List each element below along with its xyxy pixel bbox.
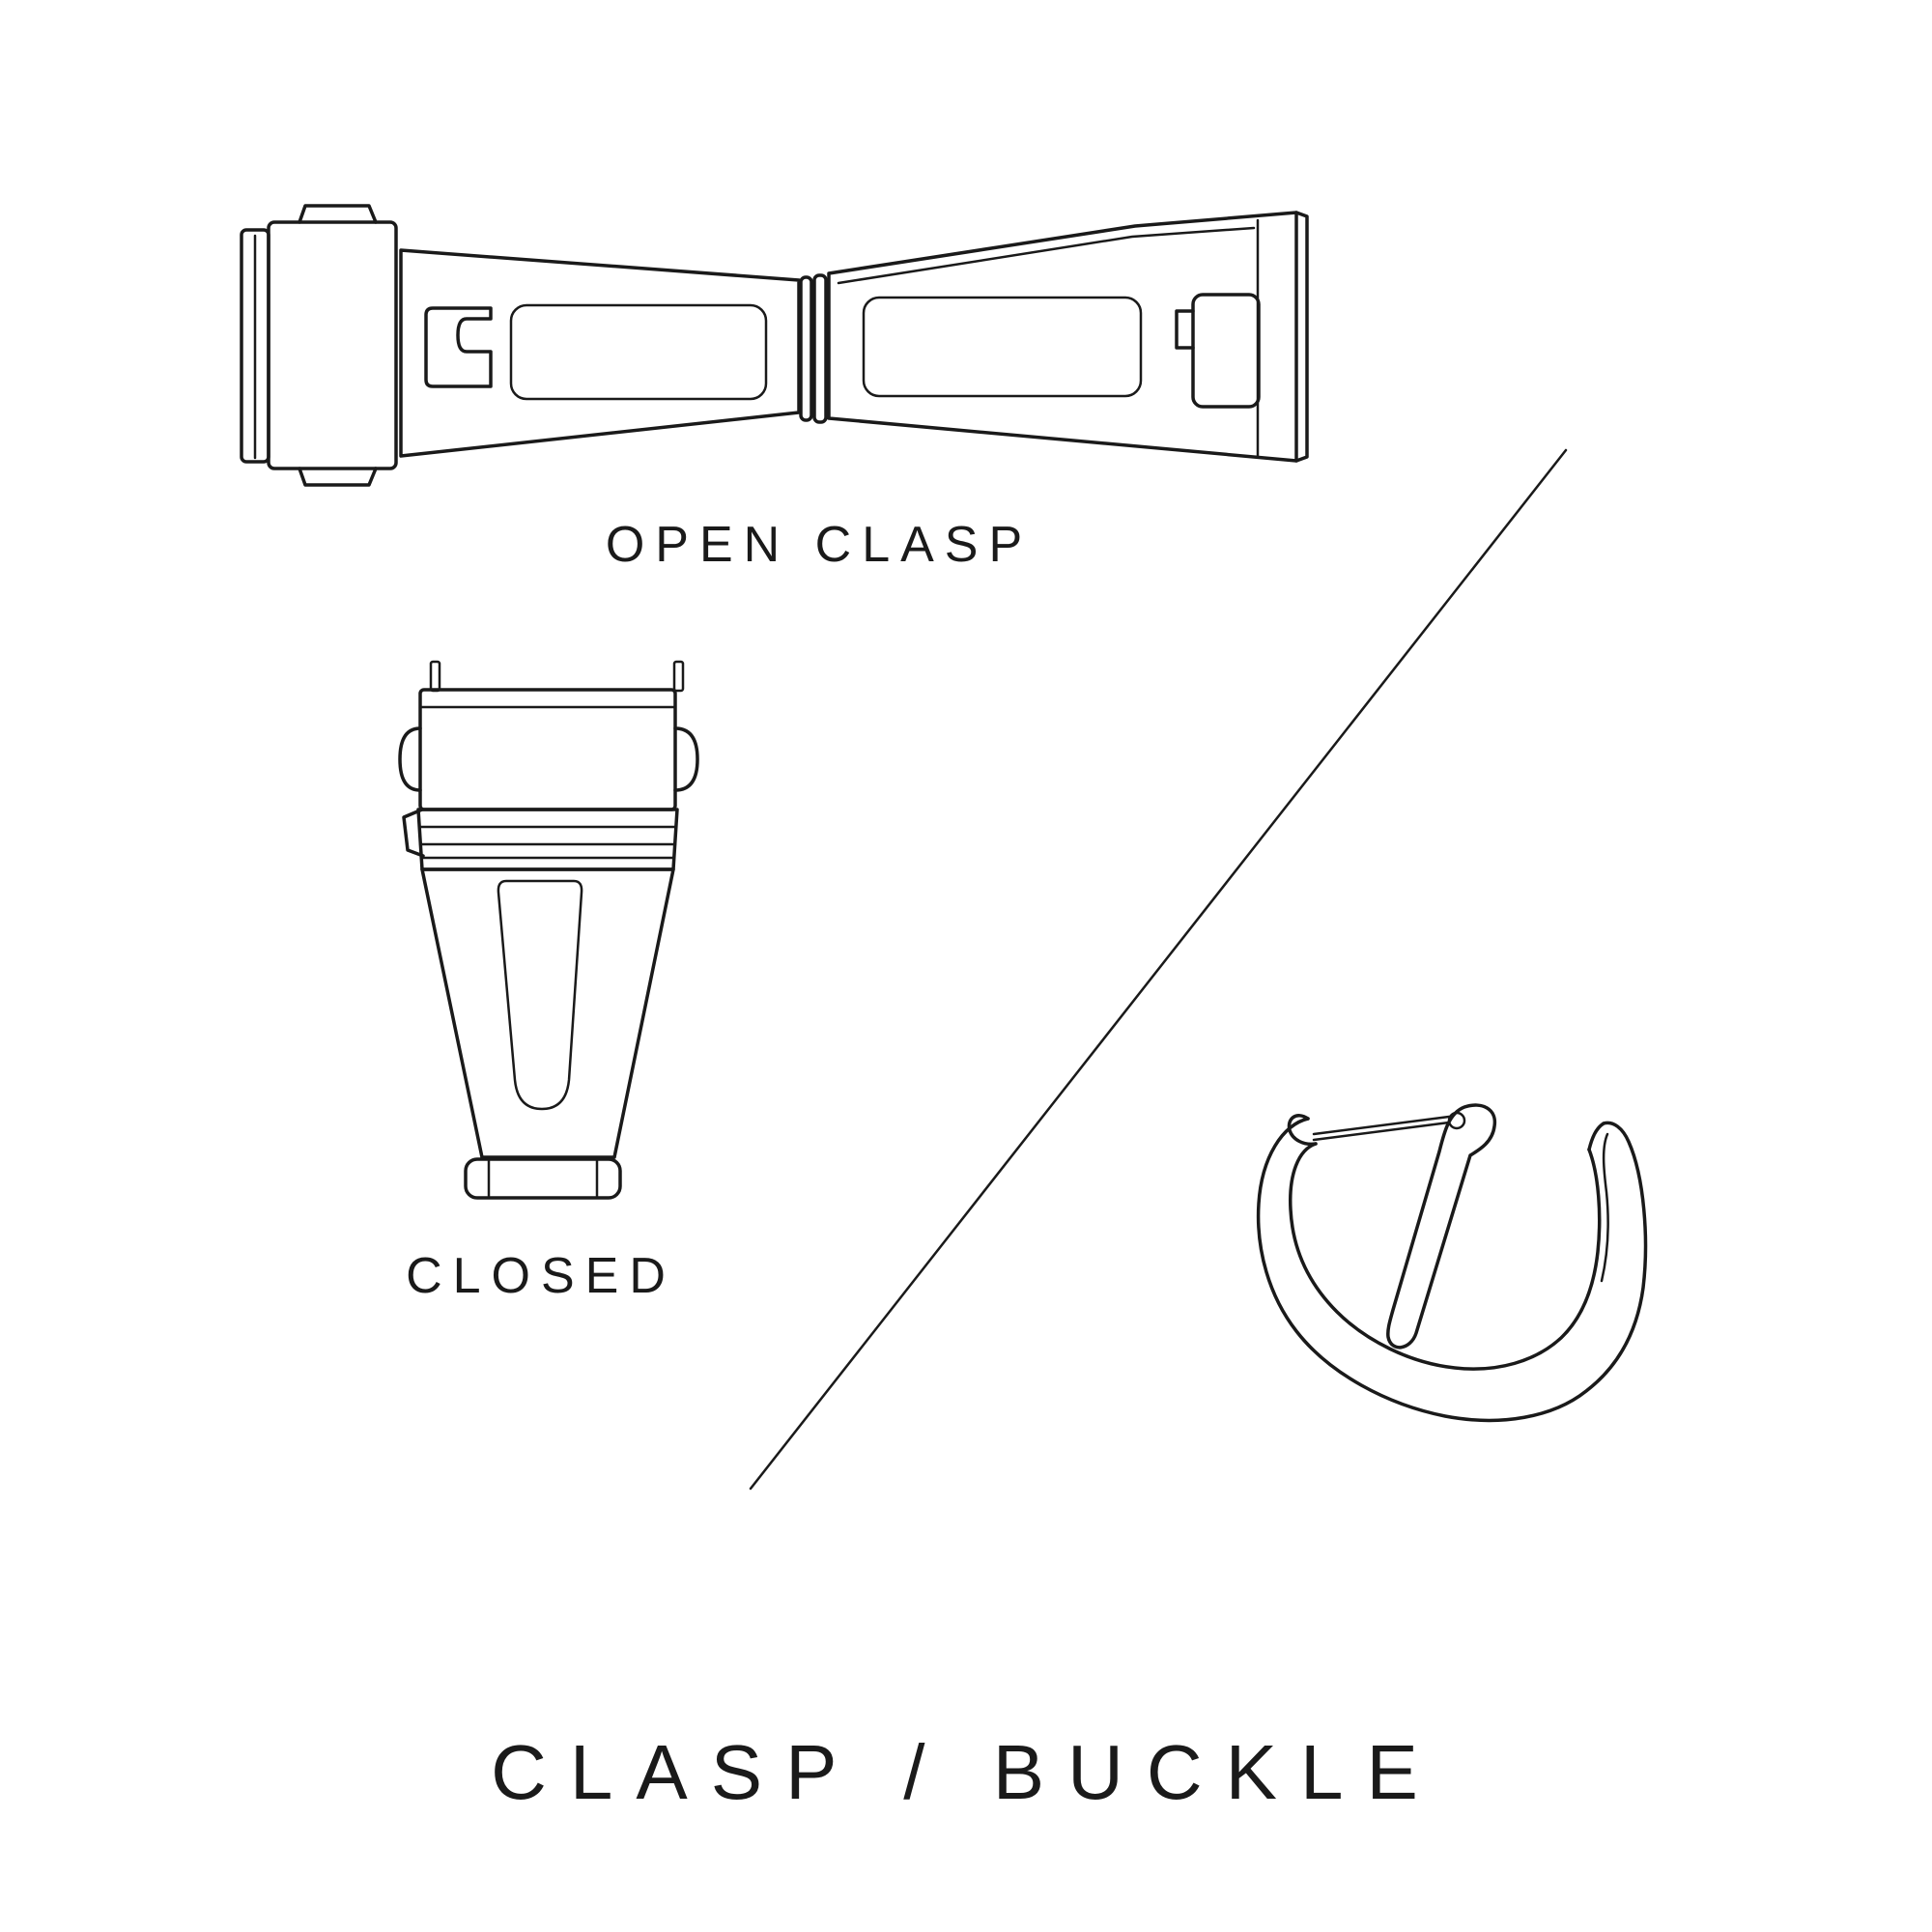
closed-label: CLOSED [406,1248,676,1304]
closed-clasp-prongs [429,660,685,693]
page-title: CLASP / BUCKLE [491,1729,1441,1815]
closed-clasp-illustration [398,660,699,1200]
clasp-left-arm [399,248,801,458]
open-clasp-illustration [240,204,1309,487]
clasp-hinge [799,273,828,424]
clasp-left-end [240,204,398,487]
buckle-tongue [1386,1103,1497,1350]
open-clasp-label: OPEN CLASP [605,517,1034,573]
closed-clasp-body [420,867,675,1159]
buckle-frame [1256,1114,1648,1423]
closed-clasp-band [402,808,679,871]
diagonal-divider-line [749,448,1568,1491]
clasp-right-arm [827,211,1309,463]
buckle-illustration [1256,1103,1648,1423]
closed-clasp-bottom-bar [464,1157,622,1200]
closed-clasp-top-block [398,688,699,811]
buckle-pin [1312,1111,1466,1142]
